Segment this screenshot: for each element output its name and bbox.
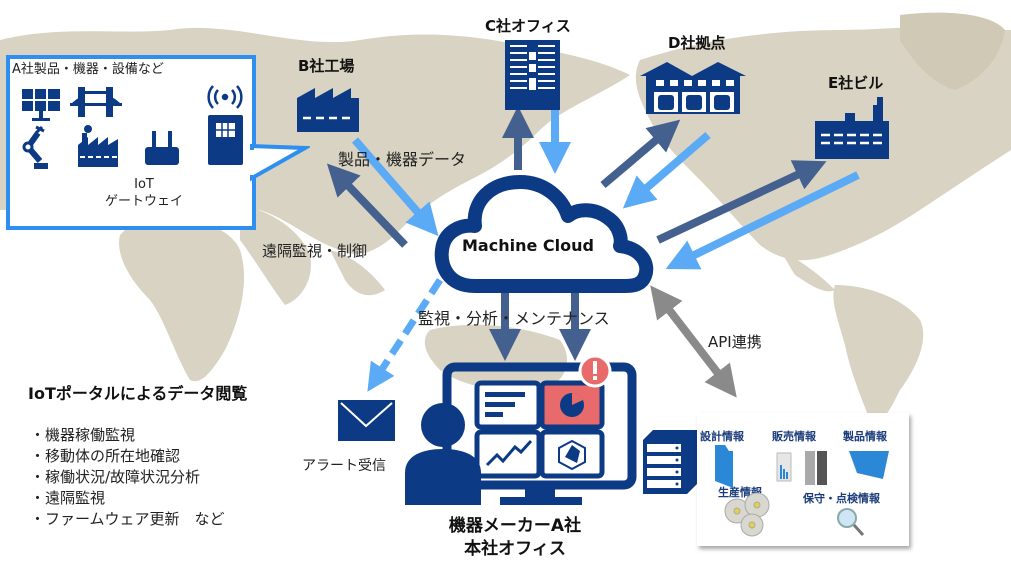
cloud-label: Machine Cloud	[462, 236, 594, 255]
hq-dashboard-illustration	[405, 355, 637, 505]
portal-feature-item: ・稼働状況/故障状況分析	[30, 468, 201, 486]
maintenance-info-label: 保守・点検情報	[803, 492, 880, 505]
arrow-b-to-cloud	[351, 137, 439, 237]
iot-gateway-icon	[145, 131, 179, 165]
remote-control-label: 遠隔監視・制御	[262, 242, 368, 260]
arrow-api-link	[650, 285, 737, 398]
map-south-asia	[330, 250, 385, 296]
b-factory-label: B社工場	[298, 57, 355, 75]
arrow-cloud-to-d	[600, 119, 681, 189]
server-icon[interactable]	[643, 430, 698, 496]
factory-icon[interactable]	[297, 88, 362, 132]
arrow-cloud-to-alert	[367, 278, 443, 392]
dashboard-panel-pie-alert	[539, 380, 605, 430]
arrow-cloud-to-e	[656, 160, 827, 244]
factory-icon	[78, 125, 118, 167]
api-label: API連携	[708, 333, 762, 351]
handshake-icon	[805, 451, 827, 485]
portal-feature-item: ・機器稼働監視	[30, 426, 136, 444]
magnifier-icon	[837, 508, 865, 537]
map-south-america	[833, 285, 924, 423]
business-system-icons	[715, 445, 889, 537]
e-building-label: E社ビル	[828, 74, 884, 92]
alert-bubble-icon	[578, 355, 612, 388]
d-base-label: D社拠点	[668, 34, 726, 52]
monitoring-label: 監視・分析・メンテナンス	[418, 309, 610, 328]
portal-feature-item: ・移動体の所在地確認	[30, 447, 181, 465]
dashboard-panel-radar	[539, 429, 605, 479]
envelope-icon[interactable]	[338, 400, 396, 442]
folder-icon	[715, 445, 733, 488]
map-middle-east	[240, 205, 311, 305]
hq-label: 機器メーカーA社 本社オフィス	[448, 516, 582, 559]
cloud-icon[interactable]	[430, 168, 660, 298]
alert-label: アラート受信	[302, 458, 386, 474]
arrow-cloud-to-b	[326, 163, 408, 248]
dashboard-panel-line-chart	[474, 429, 542, 479]
design-info-label: 設計情報	[700, 430, 744, 443]
person-icon	[405, 403, 481, 505]
warehouse-icon[interactable]	[640, 60, 748, 116]
arrow-d-to-cloud	[622, 131, 711, 209]
product-data-label: 製品・機器データ	[338, 150, 467, 169]
building-icon[interactable]	[815, 97, 890, 159]
portal-title: IoTポータルによるデータ閲覧	[28, 384, 248, 403]
office-building-icon[interactable]	[505, 40, 561, 112]
open-folder-icon	[849, 451, 889, 479]
robot-arm-icon	[22, 125, 48, 169]
arrow-e-to-cloud	[665, 171, 860, 270]
c-office-label: C社オフィス	[485, 17, 571, 35]
sales-info-label: 販売情報	[772, 430, 816, 443]
sim-card-icon	[208, 115, 243, 165]
dashboard-panel-bars	[474, 380, 542, 430]
callout-title: A社製品・機器・設備など	[12, 62, 164, 77]
portal-feature-item: ・ファームウェア更新 など	[30, 510, 225, 528]
bridge-icon	[70, 87, 122, 117]
callout-pointer	[250, 143, 310, 182]
iot-gateway-label: IoT ゲートウェイ	[104, 177, 183, 209]
map-greenland	[900, 12, 1005, 90]
portal-feature-item: ・遠隔監視	[30, 489, 106, 507]
device-icons	[22, 85, 243, 169]
portal-feature-list: ・機器稼働監視 ・移動体の所在地確認 ・稼働状況/故障状況分析 ・遠隔監視 ・フ…	[30, 425, 225, 530]
solar-panel-icon	[22, 89, 60, 121]
product-info-label: 製品情報	[843, 430, 887, 443]
gears-icon	[724, 492, 770, 537]
map-africa	[119, 214, 245, 382]
wireless-signal-icon	[207, 85, 243, 109]
map-central-america	[780, 250, 835, 292]
sales-chart-icon	[776, 452, 792, 482]
